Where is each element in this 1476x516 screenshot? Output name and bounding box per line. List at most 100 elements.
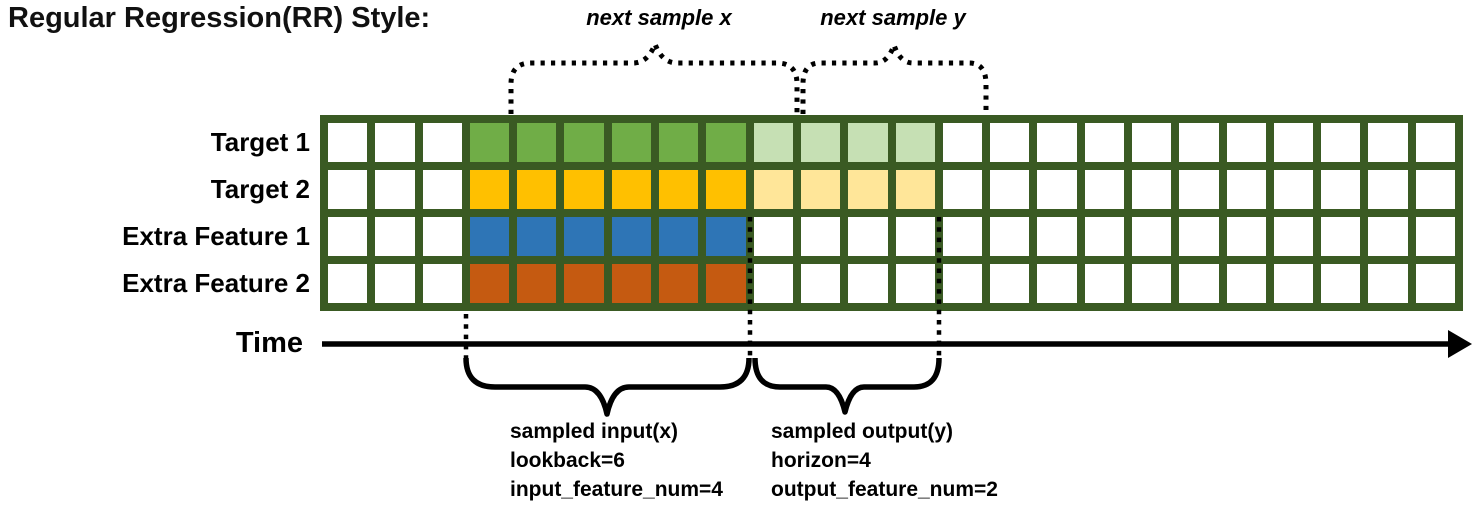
grid-cell: [517, 264, 557, 303]
grid-cell: [1084, 217, 1124, 256]
grid-cell: [1131, 217, 1172, 256]
grid-cell: [659, 170, 699, 209]
grid-cell: [942, 217, 983, 256]
grid-cell: [1273, 217, 1314, 256]
grid-cell: [1037, 217, 1077, 256]
grid-cell: [1226, 170, 1266, 209]
grid-cell: [895, 123, 935, 162]
grid-cell: [706, 264, 746, 303]
row-label-target-2: Target 2: [210, 174, 310, 204]
grid-cell: [1321, 264, 1361, 303]
grid-cell: [753, 123, 793, 162]
grid-cell: [706, 217, 746, 256]
grid-cell: [1321, 217, 1361, 256]
grid-cell: [328, 217, 368, 256]
sampled-input-brace: [463, 357, 752, 417]
grid-cell: [375, 170, 415, 209]
sampled-input-annotation: sampled input(x) lookback=6 input_featur…: [510, 417, 723, 504]
grid-cell: [1226, 264, 1266, 303]
grid-cell: [753, 264, 793, 303]
lookback-value: lookback=6: [510, 449, 625, 472]
grid-cell: [800, 123, 841, 162]
grid-cell: [422, 170, 462, 209]
grid-cell: [659, 123, 699, 162]
time-series-grid: [320, 115, 1463, 311]
grid-cell: [611, 264, 652, 303]
grid-cell: [990, 264, 1030, 303]
grid-cell: [1131, 123, 1172, 162]
grid-cell: [1037, 170, 1077, 209]
next-sample-y-label: next sample y: [820, 5, 966, 30]
grid-cell: [328, 170, 368, 209]
row-labels: Target 1 Target 2 Extra Feature 1 Extra …: [0, 115, 310, 311]
grid-cell: [517, 217, 557, 256]
grid-cell: [375, 123, 415, 162]
row-label-target-1: Target 1: [210, 127, 310, 157]
grid-cell: [1037, 123, 1077, 162]
grid-cell: [611, 217, 652, 256]
grid-cell: [611, 170, 652, 209]
grid-cell: [1131, 170, 1172, 209]
grid-cell: [1368, 123, 1408, 162]
grid-cell: [469, 264, 510, 303]
output-feature-num: output_feature_num=2: [771, 478, 998, 501]
grid-cell: [800, 170, 841, 209]
grid-cell: [1226, 123, 1266, 162]
grid-cell: [564, 264, 604, 303]
grid-cell: [1273, 123, 1314, 162]
grid-cell: [1084, 123, 1124, 162]
grid-cell: [1368, 264, 1408, 303]
next-sample-x-brace: [508, 36, 800, 114]
grid-cell: [564, 123, 604, 162]
grid-cell: [469, 217, 510, 256]
grid-cell: [375, 264, 415, 303]
grid-cell: [564, 170, 604, 209]
grid-cell: [895, 217, 935, 256]
row-label-extra-feature-1: Extra Feature 1: [122, 221, 310, 251]
grid-cell: [848, 217, 888, 256]
time-axis-label: Time: [235, 327, 303, 359]
row-label-extra-feature-2: Extra Feature 2: [122, 268, 310, 298]
time-axis-arrowhead: [1448, 330, 1472, 358]
grid-cell: [1415, 264, 1455, 303]
grid-cell: [422, 123, 462, 162]
grid-cell: [564, 217, 604, 256]
grid-cell: [706, 123, 746, 162]
grid-cell: [1321, 170, 1361, 209]
page-title: Regular Regression(RR) Style:: [8, 2, 431, 34]
grid-cell: [1179, 217, 1219, 256]
grid-cell: [328, 264, 368, 303]
grid-cell: [328, 123, 368, 162]
sampled-input-title: sampled input(x): [510, 420, 679, 443]
grid-cell: [1368, 217, 1408, 256]
grid-cell: [990, 170, 1030, 209]
grid-cell: [422, 264, 462, 303]
grid-cell: [1226, 217, 1266, 256]
grid-cell: [895, 264, 935, 303]
grid-cell: [1415, 170, 1455, 209]
grid-cell: [990, 217, 1030, 256]
next-sample-y-brace: [800, 37, 989, 114]
grid-cell: [800, 264, 841, 303]
grid-cell: [800, 217, 841, 256]
grid-cell: [848, 123, 888, 162]
sampled-output-title: sampled output(y): [771, 420, 953, 443]
grid-cell: [848, 170, 888, 209]
grid-cell: [848, 264, 888, 303]
grid-cell: [1179, 264, 1219, 303]
grid-cell: [1273, 264, 1314, 303]
grid-cell: [753, 170, 793, 209]
grid-cell: [659, 264, 699, 303]
grid-cell: [1415, 123, 1455, 162]
grid-cell: [1179, 123, 1219, 162]
grid-cell: [1084, 170, 1124, 209]
grid-cell: [1321, 123, 1361, 162]
grid-cell: [469, 170, 510, 209]
grid-cell: [1131, 264, 1172, 303]
grid-cell: [1179, 170, 1219, 209]
grid-cell: [1415, 217, 1455, 256]
grid-cell: [517, 170, 557, 209]
next-sample-x-label: next sample x: [586, 5, 732, 30]
grid-cell: [1037, 264, 1077, 303]
grid-cell: [706, 170, 746, 209]
